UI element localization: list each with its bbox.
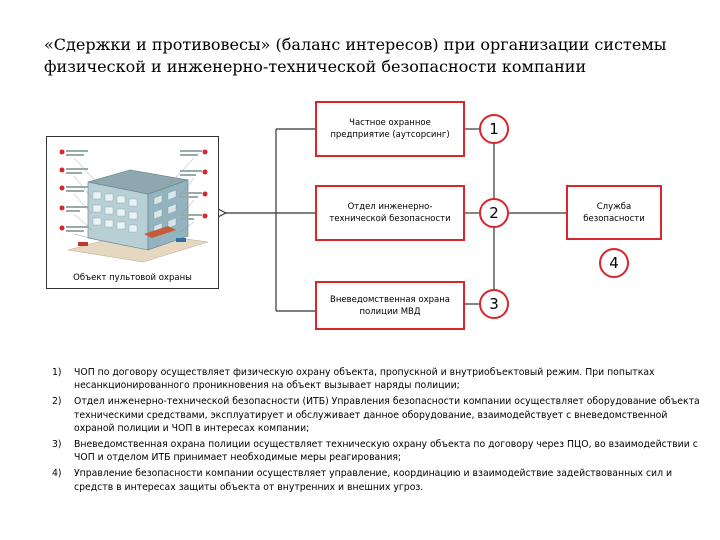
note-number: 4) [52, 468, 62, 480]
note-item: 3) Вневедомственная охрана полиции осуще… [52, 438, 702, 464]
note-number: 2) [52, 396, 62, 408]
note-item: 1) ЧОП по договору осуществляет физическ… [52, 366, 702, 392]
building-caption: Объект пультовой охраны [73, 273, 192, 283]
entrance-awning [144, 226, 176, 238]
node-police-guard: Вневедомственная охрана полиции МВД [315, 281, 465, 330]
note-item: 2) Отдел инженерно-технической безопасно… [52, 395, 702, 435]
note-number: 1) [52, 367, 62, 378]
note-text: ЧОП по договору осуществляет физическую … [74, 367, 655, 392]
notes-list: 1) ЧОП по договору осуществляет физическ… [52, 366, 702, 497]
badge-1: 1 [479, 114, 509, 144]
node-private-security-label: Частное охранное предприятие (аутсорсинг… [330, 118, 450, 140]
note-text: Отдел инженерно-технической безопасности… [74, 396, 700, 434]
note-text: Вневедомственная охрана полиции осуществ… [74, 439, 698, 464]
node-police-guard-label: Вневедомственная охрана полиции МВД [330, 294, 450, 317]
building-box: Объект пультовой охраны [46, 136, 219, 289]
badge-4: 4 [599, 248, 629, 278]
node-private-security: Частное охранное предприятие (аутсорсинг… [315, 101, 465, 157]
node-security-service: Служба безопасности [566, 185, 662, 240]
car [78, 242, 88, 246]
badge-3: 3 [479, 289, 509, 319]
car-2 [176, 238, 186, 242]
note-number: 3) [52, 439, 62, 451]
building-illustration [59, 149, 209, 263]
note-text: Управление безопасности компании осущест… [74, 468, 673, 493]
note-item: 4) Управление безопасности компании осущ… [52, 467, 702, 493]
page-title: «Сдержки и противовесы» (баланс интересо… [44, 35, 667, 76]
node-engineering-security: Отдел инженерно-технической безопасности [315, 185, 465, 241]
building-roof [87, 169, 190, 195]
badge-2: 2 [479, 198, 509, 228]
node-engineering-security-label: Отдел инженерно-технической безопасности [329, 202, 451, 224]
node-security-service-label: Служба безопасности [583, 201, 645, 224]
